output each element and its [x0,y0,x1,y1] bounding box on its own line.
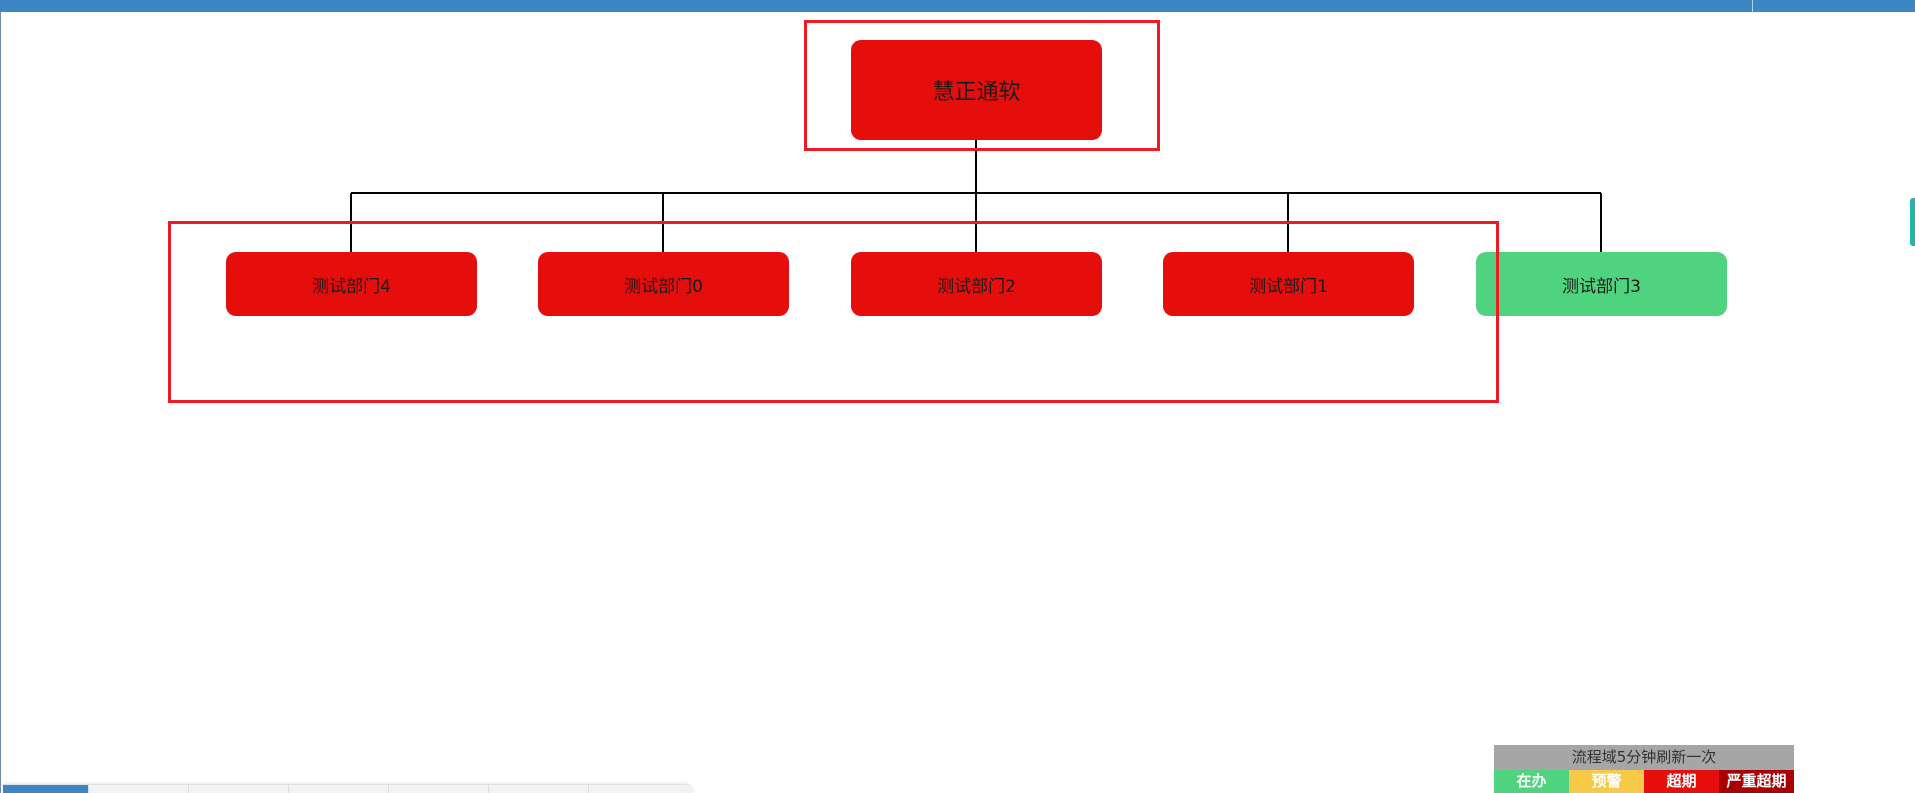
bottom-tab[interactable] [189,785,289,793]
bottom-tab-active[interactable] [3,785,89,793]
bottom-tab[interactable] [89,785,189,793]
status-legend: 流程域5分钟刷新一次 在办 预警 超期 严重超期 [1494,745,1794,793]
legend-item-overdue: 超期 [1644,770,1719,793]
org-node-dept-3[interactable]: 测试部门3 [1476,252,1727,316]
org-node-dept-2[interactable]: 测试部门2 [851,252,1102,316]
bottom-tab[interactable] [289,785,389,793]
bottom-tab[interactable] [489,785,589,793]
left-edge-line [0,12,1,793]
org-node-dept-0[interactable]: 测试部门0 [538,252,789,316]
org-node-root[interactable]: 慧正通软 [851,40,1102,140]
side-panel-handle[interactable] [1910,198,1915,246]
legend-items: 在办 预警 超期 严重超期 [1494,770,1794,793]
top-bar [0,0,1915,12]
legend-item-severely-overdue: 严重超期 [1719,770,1794,793]
legend-item-warning: 预警 [1569,770,1644,793]
top-bar-divider [1752,0,1753,12]
bottom-tab[interactable] [389,785,489,793]
org-node-dept-1[interactable]: 测试部门1 [1163,252,1414,316]
root-highlight-box [804,20,1160,151]
children-highlight-box [168,221,1499,403]
legend-item-in-progress: 在办 [1494,770,1569,793]
org-node-dept-4[interactable]: 测试部门4 [226,252,477,316]
bottom-tab-strip [3,784,693,793]
legend-title: 流程域5分钟刷新一次 [1494,745,1794,770]
